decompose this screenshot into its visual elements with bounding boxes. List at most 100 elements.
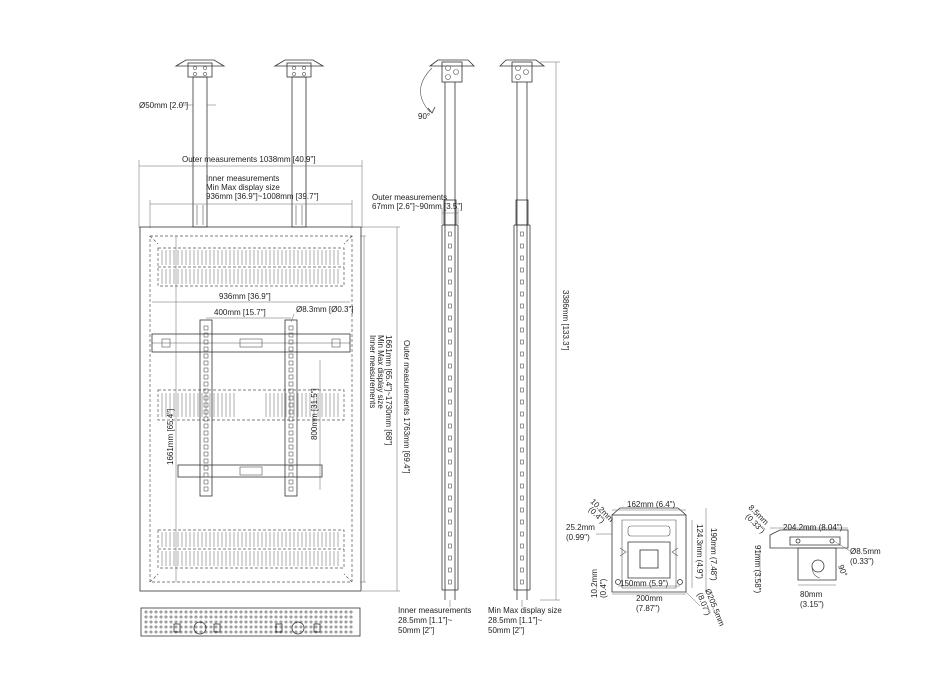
perforation	[254, 610, 258, 614]
perforation	[254, 620, 258, 624]
pole-hole	[448, 519, 452, 525]
inner-width-range-label: 936mm [36.9"]~1008mm [39.7"]	[206, 192, 319, 201]
perforation	[199, 610, 203, 614]
pole-hole	[448, 423, 452, 429]
bracket-hole	[203, 332, 209, 338]
perforation	[289, 630, 293, 634]
perforation	[169, 610, 173, 614]
bracket-hole	[288, 416, 294, 422]
bracket-hole	[288, 353, 294, 359]
perforation	[214, 610, 218, 614]
perforation	[279, 620, 283, 624]
mount-rail-bottom	[177, 464, 323, 478]
vertical-bracket-right	[284, 319, 298, 497]
perforation	[274, 610, 278, 614]
plate2-80-in-label: (3.15")	[800, 600, 824, 609]
perforation	[244, 630, 248, 634]
bracket-hole	[203, 367, 209, 373]
perforation	[259, 625, 263, 629]
perforation	[239, 615, 243, 619]
perforation	[144, 615, 148, 619]
pole-hole	[448, 303, 452, 309]
perforation	[304, 625, 308, 629]
perforation	[189, 620, 193, 624]
display-frame	[139, 226, 362, 592]
pole-hole	[520, 567, 524, 573]
perforation	[284, 630, 288, 634]
perforation	[294, 615, 298, 619]
perforation	[234, 610, 238, 614]
pole-hole	[520, 483, 524, 489]
perforation	[314, 615, 318, 619]
pole-hole	[520, 351, 524, 357]
perforation	[339, 625, 343, 629]
pole-left	[192, 76, 208, 228]
pole-hole	[448, 543, 452, 549]
perforation	[219, 610, 223, 614]
perforation	[169, 620, 173, 624]
perforation	[334, 620, 338, 624]
perforation	[344, 620, 348, 624]
perforation	[244, 615, 248, 619]
perforation	[299, 615, 303, 619]
pole-hole	[448, 411, 452, 417]
pole-hole	[448, 339, 452, 345]
perforation	[314, 610, 318, 614]
perforation	[304, 630, 308, 634]
perforation	[224, 630, 228, 634]
bottom-inner-b: 50mm [2"]	[398, 626, 434, 635]
bracket-hole	[203, 465, 209, 471]
plate1-162-label: 162mm (6.4")	[627, 500, 676, 509]
perforation	[279, 615, 283, 619]
bracket-hole	[203, 325, 209, 331]
perforation	[224, 615, 228, 619]
perforation	[154, 630, 158, 634]
perforation	[174, 610, 178, 614]
vent-top	[157, 247, 345, 287]
plate1-10-2b-label: 10.2mm	[590, 569, 599, 598]
bracket-hole	[288, 423, 294, 429]
perforation	[209, 625, 213, 629]
bracket-hole	[288, 332, 294, 338]
bracket-hole	[203, 339, 209, 345]
perforation	[339, 615, 343, 619]
bracket-hole	[288, 381, 294, 387]
total-height-label: 3386mm [133.3"]	[561, 290, 570, 351]
bottom-inner-a: 28.5mm [1.1"]~	[398, 616, 453, 625]
plate1-150-label: 150mm (5.9")	[620, 579, 669, 588]
pole-hole	[520, 447, 524, 453]
side-view-left: 90° Outer measurements 67mm [2.6"]~90mm …	[372, 59, 475, 635]
plate1-25-2-in-label: (0.99")	[566, 533, 590, 542]
perforation	[329, 630, 333, 634]
vent-bottom	[157, 529, 345, 569]
perforation	[264, 610, 268, 614]
plate2-80-label: 80mm	[800, 590, 823, 599]
perforation	[264, 620, 268, 624]
perforation	[339, 610, 343, 614]
perforation	[179, 620, 183, 624]
bracket-hole	[203, 346, 209, 352]
ceiling-plate-detail-side: 204.2mm (8.04") 8.5mm (0.33") Ø8.5mm (0.…	[744, 503, 881, 609]
pole-hole	[520, 387, 524, 393]
perforation	[184, 625, 188, 629]
perforation	[204, 620, 208, 624]
bracket-hole	[203, 458, 209, 464]
perforation	[349, 620, 353, 624]
side-outer-range: 67mm [2.6"]~90mm [3.5"]	[372, 202, 462, 211]
bracket-hole	[288, 430, 294, 436]
perforation	[274, 620, 278, 624]
perforation	[184, 630, 188, 634]
plate2-hole-in-label: (0.33")	[850, 557, 874, 566]
perforation	[324, 610, 328, 614]
hole-diameter-label: Ø8.3mm [Ø0.3"]	[296, 305, 354, 314]
perforation	[184, 615, 188, 619]
pole-hole	[448, 327, 452, 333]
inner-measurements-title: Inner measurements	[206, 174, 279, 183]
perforation	[249, 615, 253, 619]
perforation	[259, 620, 263, 624]
bracket-hole	[288, 486, 294, 492]
perforation	[289, 610, 293, 614]
perforation	[329, 610, 333, 614]
perforation	[189, 630, 193, 634]
bracket-hole	[203, 381, 209, 387]
